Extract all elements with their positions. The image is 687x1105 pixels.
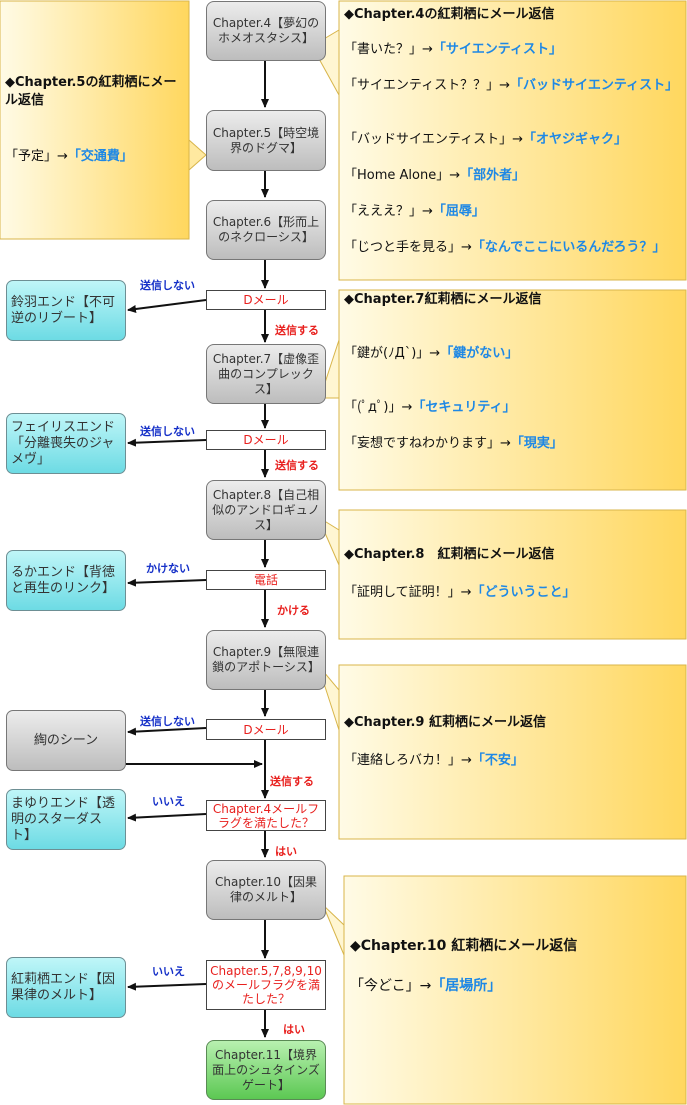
node-chapter4[interactable]: Chapter.4【夢幻のホメオスタシス】: [206, 1, 326, 61]
note-ch7-title: ◆Chapter.7紅莉栖にメール返信: [344, 292, 542, 307]
note-ch5-bg: [0, 0, 190, 240]
node-aya-scene[interactable]: 綯のシーン: [6, 710, 126, 771]
node-ruka-end[interactable]: るかエンド【背徳と再生のリンク】: [6, 550, 126, 611]
edge-d4-aya: [127, 727, 207, 736]
note-ch7-line-2: 「(ﾟдﾟ)」→「セキュリティ」: [344, 400, 516, 415]
note-ch5-pointer: [188, 138, 207, 172]
decision-dmail-1[interactable]: Dメール: [206, 290, 326, 310]
decision-all-flags[interactable]: Chapter.5,7,8,9,10のメールフラグを満たした？: [206, 960, 326, 1010]
note-ch9-title: ◆Chapter.9 紅莉栖にメール返信: [344, 715, 546, 730]
note-ch4-line-1: 「書いた？」→「サイエンティスト」: [344, 42, 562, 57]
note-ch4-bg: [338, 0, 687, 281]
decision-dmail-2[interactable]: Dメール: [206, 430, 326, 450]
node-chapter8[interactable]: Chapter.8【自己相似のアンドロギュノス】: [206, 480, 326, 540]
edge-d2-faris: [127, 438, 207, 447]
label-d4-yes: 送信する: [270, 775, 314, 788]
note-ch7-line-1: 「鍵が(ﾉД`)」→「鍵がない」: [344, 346, 519, 361]
label-d6-no: いいえ: [152, 965, 185, 978]
note-ch4-line-3: 「バッドサイエンティスト」→「オヤジギャク」: [344, 132, 627, 147]
note-ch10-bg: [343, 875, 687, 1105]
label-d1-yes: 送信する: [275, 324, 319, 337]
label-d5-no: いいえ: [152, 795, 185, 808]
note-ch4-line-5: 「えええ？」→「屈辱」: [344, 204, 485, 219]
note-ch7-line-3: 「妄想ですねわかります」→「現実」: [344, 436, 563, 451]
note-ch4-line-6: 「じつと手を見る」→「なんでここにいるんだろう？」: [344, 240, 666, 255]
note-ch9-bg: [338, 664, 687, 840]
note-ch4-title: ◆Chapter.4の紅莉栖にメール返信: [344, 7, 555, 22]
note-ch4-line-4: 「Home Alone」→「部外者」: [344, 168, 526, 183]
node-chapter9[interactable]: Chapter.9【無限連鎖のアポトーシス】: [206, 630, 326, 690]
note-ch9-line-1: 「連絡しろバカ！」→「不安」: [344, 753, 524, 768]
label-d4-no: 送信しない: [140, 715, 195, 728]
node-suzuha-end[interactable]: 鈴羽エンド【不可逆のリブート】: [6, 280, 126, 341]
edge-d6-kurisu: [127, 982, 207, 991]
decision-ch4-flag[interactable]: Chapter.4メールフラグを満たした？: [206, 800, 326, 831]
node-chapter10[interactable]: Chapter.10【因果律のメルト】: [206, 860, 326, 920]
note-ch8-line-1: 「証明して証明！」→「どういうこと」: [344, 585, 576, 600]
node-chapter11[interactable]: Chapter.11【境界面上のシュタインズゲート】: [206, 1040, 326, 1100]
label-d2-yes: 送信する: [275, 459, 319, 472]
edge-d3-ruka: [127, 578, 207, 587]
decision-phone[interactable]: 電話: [206, 570, 326, 590]
note-ch10-title: ◆Chapter.10 紅莉栖にメール返信: [350, 938, 578, 954]
note-ch8-bg: [338, 509, 687, 640]
note-ch5-title: ◆Chapter.5の紅莉栖にメール返信: [5, 75, 177, 108]
connectors: [126, 61, 269, 1038]
note-ch4-line-2: 「サイエンティスト？？」→「バッドサイエンティスト」: [344, 78, 679, 93]
label-d2-no: 送信しない: [140, 425, 195, 438]
node-chapter5[interactable]: Chapter.5【時空境界のドグマ】: [206, 110, 326, 171]
label-d1-no: 送信しない: [140, 279, 195, 292]
note-ch7-bg: [338, 289, 687, 491]
node-mayuri-end[interactable]: まゆりエンド【透明のスターダスト】: [6, 789, 126, 850]
note-ch10-pointer: [322, 904, 345, 956]
note-ch5-line-1: 「予定」→「交通費」: [5, 149, 133, 164]
node-faris-end[interactable]: フェイリスエンド「分離喪失のジャメヴ」: [6, 413, 126, 474]
edge-d5-mayuri: [127, 813, 207, 822]
note-ch8-title: ◆Chapter.8 紅莉栖にメール返信: [344, 547, 555, 562]
edge-d1-suzuha: [127, 299, 207, 313]
label-d3-yes: かける: [277, 604, 310, 617]
label-d5-yes: はい: [275, 845, 297, 858]
note-ch10-line-1: 「今どこ」→「居場所」: [350, 978, 502, 994]
node-chapter7[interactable]: Chapter.7【虚像歪曲のコンプレックス】: [206, 344, 326, 404]
node-kurisu-end[interactable]: 紅莉栖エンド【因果律のメルト】: [6, 957, 126, 1018]
decision-dmail-3[interactable]: Dメール: [206, 719, 326, 740]
node-chapter6[interactable]: Chapter.6【形而上のネクローシス】: [206, 200, 326, 260]
label-d3-no: かけない: [146, 562, 190, 575]
label-d6-yes: はい: [283, 1023, 305, 1036]
